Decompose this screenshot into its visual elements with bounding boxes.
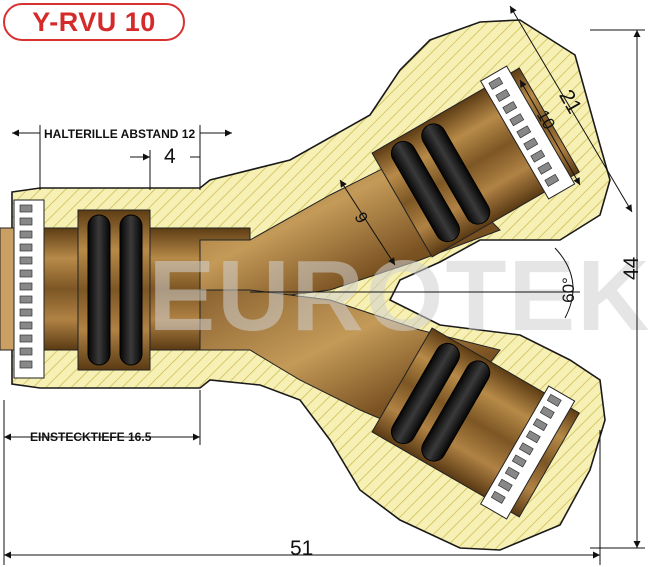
einstecktiefe-label: EINSTECKTIEFE 16.5 xyxy=(30,430,152,444)
left-oring-1 xyxy=(87,214,111,366)
dimension-lines xyxy=(3,5,645,565)
dim-44-label: 44 xyxy=(620,256,643,280)
lower-oring-1 xyxy=(390,342,460,445)
lower-oring-2 xyxy=(421,360,491,462)
watermark-text: EUROTEK xyxy=(149,240,650,352)
left-collet-teeth xyxy=(19,204,33,369)
dim-51-label: 51 xyxy=(290,537,314,560)
left-oring-2 xyxy=(119,214,143,366)
model-title: Y-RVU 10 xyxy=(32,6,156,37)
upper-oring-1 xyxy=(390,140,460,243)
model-badge: Y-RVU 10 xyxy=(3,3,185,41)
lower-outlet xyxy=(371,327,580,520)
angle-60-label: 60° xyxy=(558,277,578,303)
upper-oring-2 xyxy=(421,123,491,225)
dim-4-label: 4 xyxy=(164,145,176,168)
halterille-label: HALTERILLE ABSTAND 12 xyxy=(44,127,196,141)
